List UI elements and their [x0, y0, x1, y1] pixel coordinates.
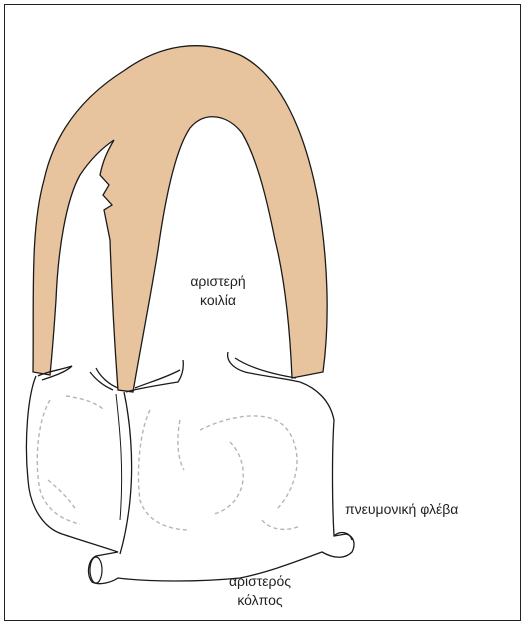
label-left-atrium-line1: αριστερός	[210, 572, 310, 591]
label-pulmonary-vein: πνευμονική φλέβα	[345, 500, 505, 519]
label-left-atrium: αριστερός κόλπος	[210, 572, 310, 610]
pulmonary-vein-stub	[334, 533, 352, 540]
left-atrium-outline	[26, 376, 354, 584]
vein-opening-left	[90, 557, 102, 583]
atrium-crease-2	[116, 394, 122, 520]
label-left-atrium-line2: κόλπος	[210, 591, 310, 610]
dashed-contours	[37, 396, 300, 530]
label-left-ventricle-line1: αριστερή	[168, 272, 268, 291]
label-left-ventricle-line2: κοιλία	[168, 291, 268, 310]
label-left-ventricle: αριστερή κοιλία	[168, 272, 268, 310]
label-pulmonary-vein-text: πνευμονική φλέβα	[345, 501, 458, 517]
valve-flap-center-left	[90, 368, 118, 390]
ventricle-wall	[33, 46, 327, 392]
valve-flap-right	[228, 352, 300, 382]
